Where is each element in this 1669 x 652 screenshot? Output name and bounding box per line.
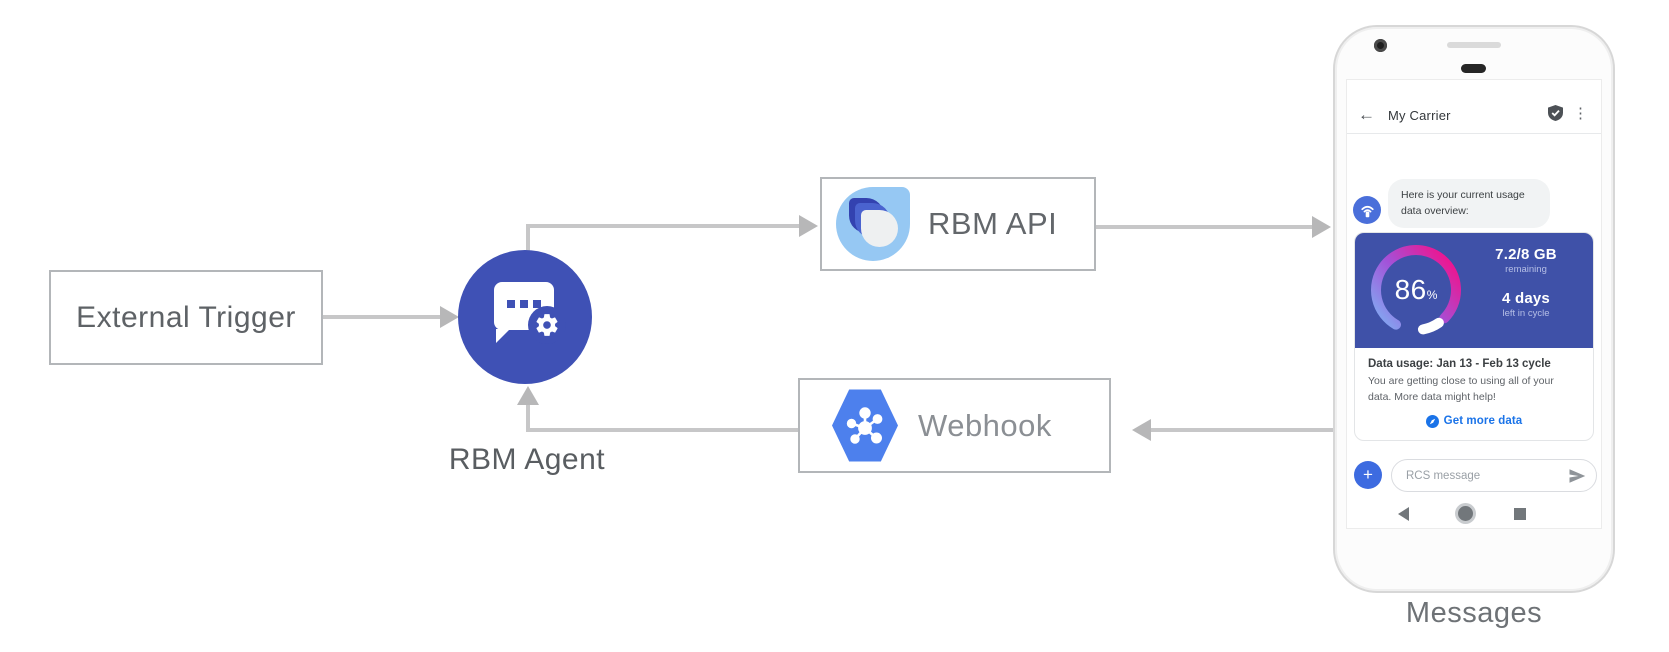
- bubble-dot: [533, 300, 541, 308]
- arrowhead-api-to-phone: [1312, 216, 1331, 238]
- webhook-label: Webhook: [918, 407, 1052, 443]
- usage-card-body: Data usage: Jan 13 - Feb 13 cycle You ar…: [1355, 348, 1593, 440]
- arrow-agent-to-api-vertical: [526, 224, 530, 252]
- attach-plus-button[interactable]: +: [1354, 461, 1382, 489]
- arrow-trigger-to-agent: [323, 315, 441, 319]
- rbm-agent-label: RBM Agent: [448, 443, 606, 476]
- speaker-slot: [1447, 42, 1501, 48]
- chat-bubble-icon: [494, 282, 566, 344]
- data-remaining-caption: remaining: [1505, 264, 1547, 275]
- arrowhead-agent-to-api: [799, 215, 818, 237]
- rbm-agent-node: [458, 250, 592, 384]
- phone-screen: ← My Carrier ⋮ Here is your current usag…: [1346, 79, 1602, 529]
- data-remaining-value: 7.2/8 GB: [1495, 246, 1557, 263]
- usage-rich-card: 86 % 7.2/8 GB remaining 4 days left in c…: [1354, 232, 1594, 441]
- antenna-icon: [1360, 205, 1374, 217]
- usage-stats: 7.2/8 GB remaining 4 days left in cycle: [1467, 246, 1585, 319]
- composer: [1391, 459, 1597, 492]
- webhook-node: Webhook: [798, 378, 1111, 473]
- nav-recents-button[interactable]: [1514, 508, 1526, 520]
- rbm-api-logo-icon: [836, 187, 910, 261]
- days-left-caption: left in cycle: [1502, 308, 1550, 319]
- webhook-hexagon-icon: [832, 389, 898, 462]
- bubble-dot: [520, 300, 528, 308]
- agent-avatar: [1353, 196, 1381, 224]
- phone-device: ← My Carrier ⋮ Here is your current usag…: [1333, 25, 1615, 593]
- conversation-header: ← My Carrier ⋮: [1347, 80, 1601, 134]
- android-nav-bar: [1347, 504, 1601, 526]
- gear-icon: [528, 306, 566, 344]
- usage-card-text: You are getting close to using all of yo…: [1368, 375, 1554, 403]
- nav-back-button[interactable]: [1398, 507, 1409, 521]
- gauge-percent: 86 %: [1366, 240, 1466, 340]
- days-left-value: 4 days: [1502, 290, 1550, 307]
- verified-badge-icon: [1548, 105, 1563, 126]
- rcs-message-input[interactable]: [1406, 460, 1556, 491]
- external-trigger-node: External Trigger: [49, 270, 323, 365]
- arrow-webhook-to-agent-vertical: [526, 404, 530, 432]
- get-more-data-button[interactable]: Get more data: [1368, 414, 1580, 428]
- usage-gauge: [1371, 245, 1461, 335]
- agent-message-bubble: Here is your current usage data overview…: [1388, 179, 1550, 228]
- messages-caption: Messages: [1405, 597, 1543, 629]
- front-camera: [1374, 39, 1387, 52]
- conversation-title: My Carrier: [1388, 108, 1451, 123]
- arrowhead-trigger-to-agent: [440, 306, 459, 328]
- usage-card-title: Data usage: Jan 13 - Feb 13 cycle: [1368, 358, 1551, 370]
- earpiece: [1461, 64, 1486, 73]
- chat-bubble-tail: [496, 329, 510, 343]
- arrow-webhook-to-agent-horizontal: [526, 428, 798, 432]
- nav-home-button[interactable]: [1458, 506, 1473, 521]
- external-trigger-label: External Trigger: [76, 300, 296, 334]
- bubble-dot: [507, 300, 515, 308]
- send-icon: [1569, 469, 1586, 483]
- usage-card-hero: 86 % 7.2/8 GB remaining 4 days left in c…: [1355, 233, 1593, 348]
- arrow-api-to-phone: [1096, 225, 1314, 229]
- rbm-api-node: RBM API: [820, 177, 1096, 271]
- send-button[interactable]: [1568, 467, 1586, 490]
- arrow-agent-to-api-horizontal: [526, 224, 800, 228]
- arrowhead-phone-to-webhook: [1132, 419, 1151, 441]
- back-button[interactable]: ←: [1358, 105, 1375, 124]
- overflow-menu-button[interactable]: ⋮: [1573, 105, 1588, 122]
- gauge-percent-value: 86: [1394, 274, 1427, 305]
- explore-icon: [1425, 414, 1439, 428]
- get-more-data-label: Get more data: [1443, 415, 1523, 427]
- gauge-percent-sign: %: [1426, 288, 1438, 302]
- arrow-phone-to-webhook: [1150, 428, 1334, 432]
- arrowhead-webhook-to-agent: [517, 386, 539, 405]
- rbm-api-label: RBM API: [928, 206, 1058, 241]
